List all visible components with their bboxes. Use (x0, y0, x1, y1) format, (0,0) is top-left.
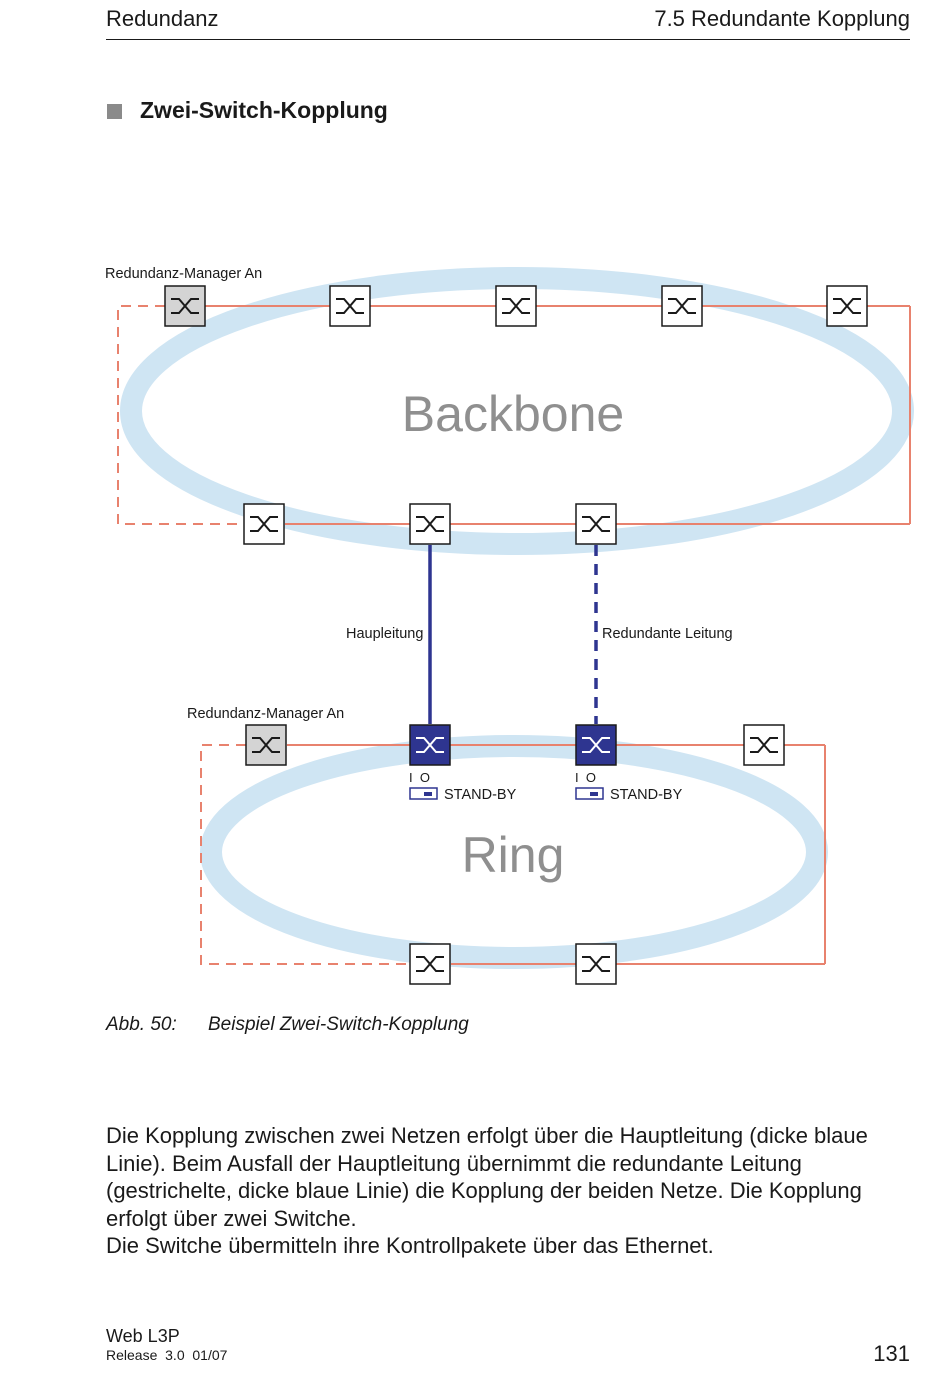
backbone-ring (120, 267, 914, 555)
figure-caption: Abb. 50: Beispiel Zwei-Switch-Kopplung (106, 1014, 469, 1036)
header-rule (106, 39, 910, 40)
header-chapter: Redundanz (106, 6, 219, 31)
standby-switch-icon (575, 787, 604, 800)
standby-label-main: STAND-BY (444, 787, 517, 803)
backbone-manager-label: Redundanz-Manager An (105, 266, 262, 282)
caption-number: Abb. 50: (106, 1014, 177, 1035)
footer-product: Web L3P (106, 1326, 180, 1346)
body-text: Die Kopplung zwischen zwei Netzen erfolg… (106, 1122, 906, 1260)
redundant-line-label: Redundante Leitung (602, 626, 733, 642)
switch-icon (409, 943, 451, 985)
switch-icon (329, 285, 371, 327)
switch-icon (661, 285, 703, 327)
io-label-redundant: I O (575, 770, 596, 785)
ring-label: Ring (462, 827, 565, 883)
body-paragraph: Die Switche übermitteln ihre Kontrollpak… (106, 1233, 714, 1258)
section-bullet (107, 104, 122, 119)
main-line-label: Haupleitung (346, 626, 423, 642)
page-number: 131 (873, 1341, 910, 1366)
switch-icon (495, 285, 537, 327)
coupling-switch-icon (409, 724, 451, 766)
switch-icon (826, 285, 868, 327)
switch-icon (245, 724, 287, 766)
switch-icon (575, 503, 617, 545)
footer-release: Release 3.0 01/07 (106, 1347, 228, 1363)
switch-icon (164, 285, 206, 327)
body-paragraph: Die Kopplung zwischen zwei Netzen erfolg… (106, 1123, 868, 1231)
switch-icon (243, 503, 285, 545)
switch-icon (743, 724, 785, 766)
section-title: Zwei-Switch-Kopplung (140, 97, 388, 123)
backbone-label: Backbone (402, 386, 624, 442)
switch-icon (409, 503, 451, 545)
standby-switch-icon (409, 787, 438, 800)
ring-links (200, 744, 826, 965)
io-label-main: I O (409, 770, 430, 785)
standby-label-redundant: STAND-BY (610, 787, 683, 803)
header-section: 7.5 Redundante Kopplung (654, 6, 910, 31)
ring-manager-label: Redundanz-Manager An (187, 706, 344, 722)
coupling-switch-icon (575, 724, 617, 766)
caption-text: Beispiel Zwei-Switch-Kopplung (208, 1014, 469, 1035)
switch-icon (575, 943, 617, 985)
